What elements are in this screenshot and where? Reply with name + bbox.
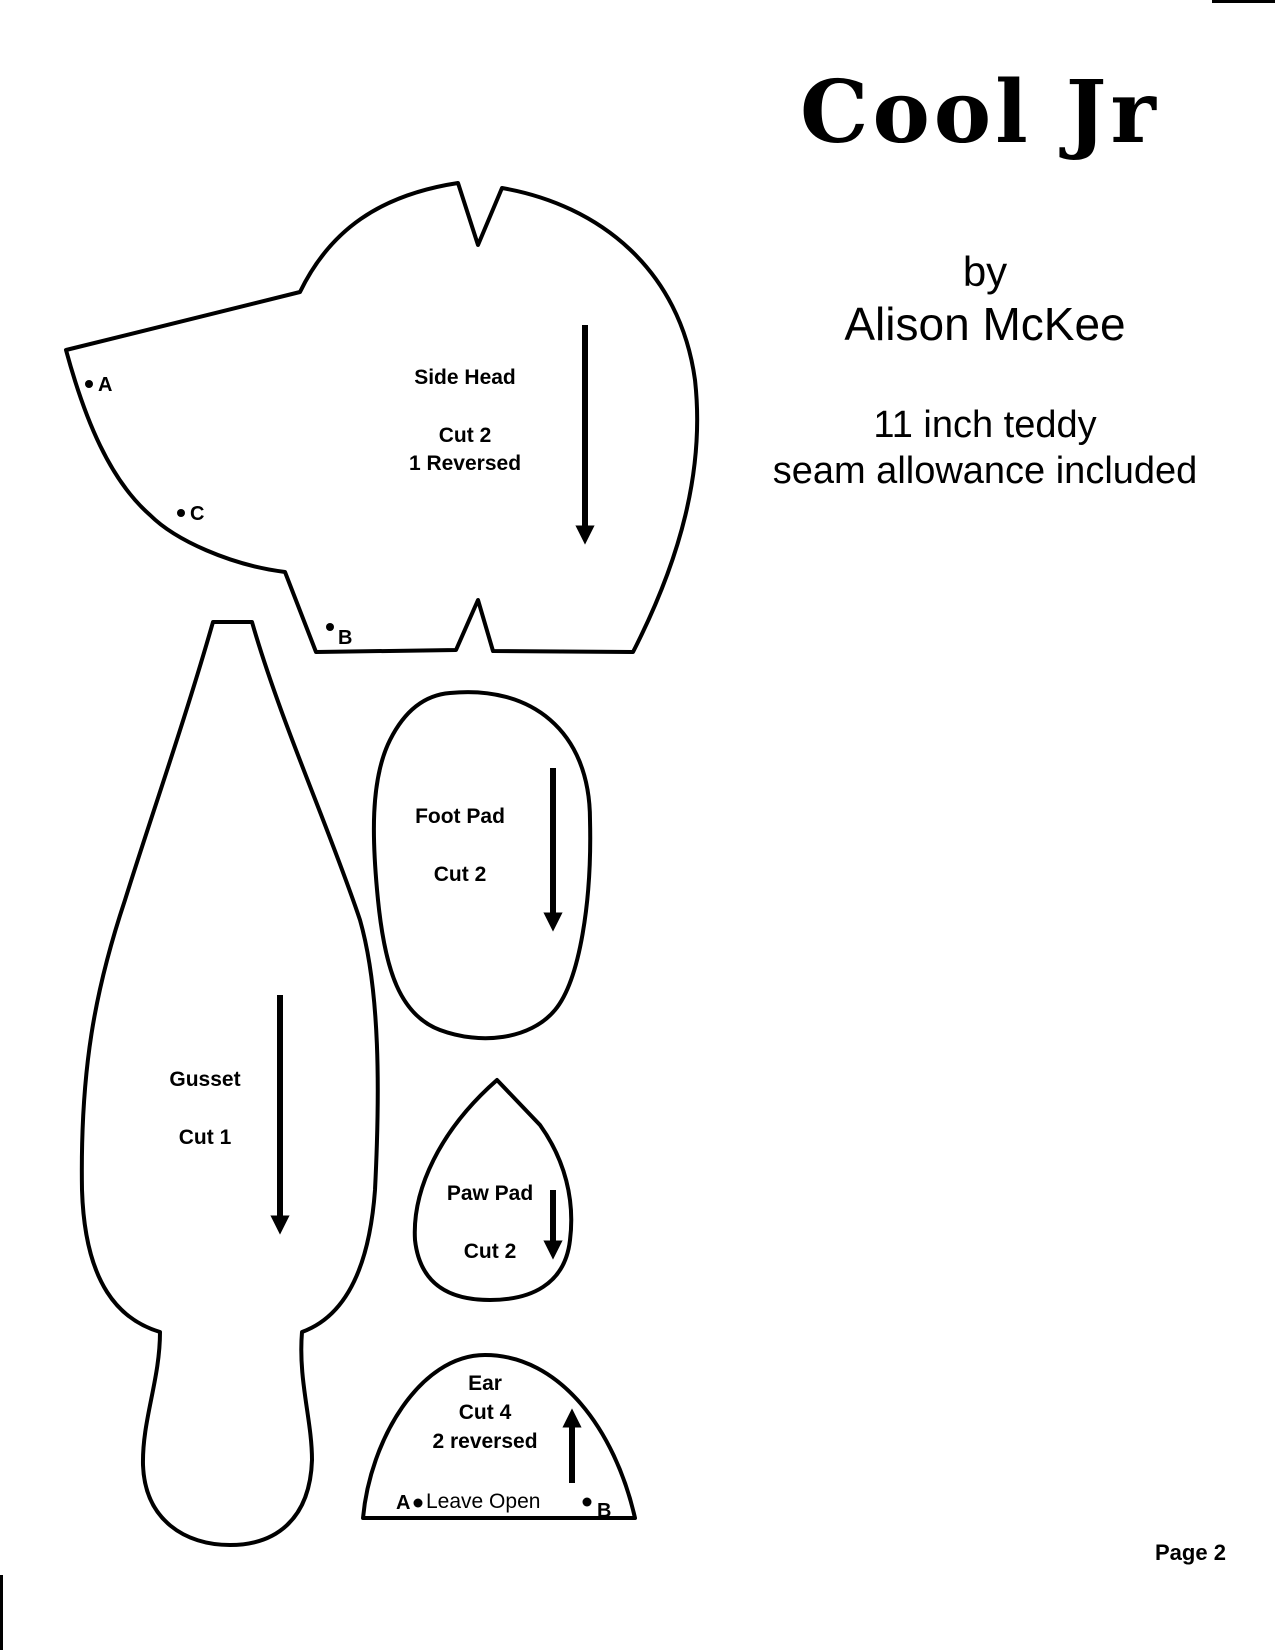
paw-pad-outline bbox=[412, 1078, 574, 1302]
marker-dot-a bbox=[85, 380, 93, 388]
ear-outline bbox=[361, 1353, 637, 1520]
pattern-title: Cool Jr bbox=[800, 62, 1160, 163]
seam-allowance-note: seam allowance included bbox=[772, 450, 1198, 492]
marker-label-b: B bbox=[338, 627, 353, 649]
marker-dot-b bbox=[326, 623, 334, 631]
ear-marker-label-b: B bbox=[597, 1500, 612, 1522]
gusset-outline bbox=[79, 620, 380, 1547]
marker-label-c: C bbox=[190, 503, 205, 525]
ear-cut: Cut 4 bbox=[458, 1401, 512, 1424]
author-name: Alison McKee bbox=[844, 298, 1126, 350]
page-number: Page 2 bbox=[1155, 1540, 1226, 1565]
side-head-reversed: 1 Reversed bbox=[408, 452, 522, 475]
side-head-outline bbox=[64, 181, 700, 654]
paw-pad-label: Paw Pad bbox=[446, 1182, 534, 1205]
foot-pad-label: Foot Pad bbox=[415, 805, 505, 828]
size-note: 11 inch teddy bbox=[873, 404, 1097, 446]
gusset-cut: Cut 1 bbox=[178, 1126, 232, 1149]
ear-reversed: 2 reversed bbox=[432, 1430, 538, 1453]
ear-leave-open-note: Leave Open bbox=[426, 1490, 541, 1513]
ear-marker-dot-a bbox=[413, 1498, 423, 1508]
ear-label: Ear bbox=[468, 1372, 502, 1395]
top-edge-rule bbox=[1212, 0, 1275, 3]
left-edge-rule bbox=[0, 1575, 3, 1650]
paw-pad-cut: Cut 2 bbox=[463, 1240, 517, 1263]
ear-marker-dot-b bbox=[582, 1497, 592, 1507]
foot-pad-outline bbox=[371, 690, 593, 1041]
ear-marker-label-a: A bbox=[396, 1492, 411, 1514]
gusset-label: Gusset bbox=[169, 1068, 241, 1091]
marker-dot-c bbox=[177, 509, 185, 517]
side-head-cut: Cut 2 bbox=[438, 424, 492, 447]
side-head-label: Side Head bbox=[414, 366, 516, 389]
byline: by bbox=[962, 248, 1008, 295]
foot-pad-cut: Cut 2 bbox=[433, 863, 487, 886]
marker-label-a: A bbox=[98, 374, 113, 396]
